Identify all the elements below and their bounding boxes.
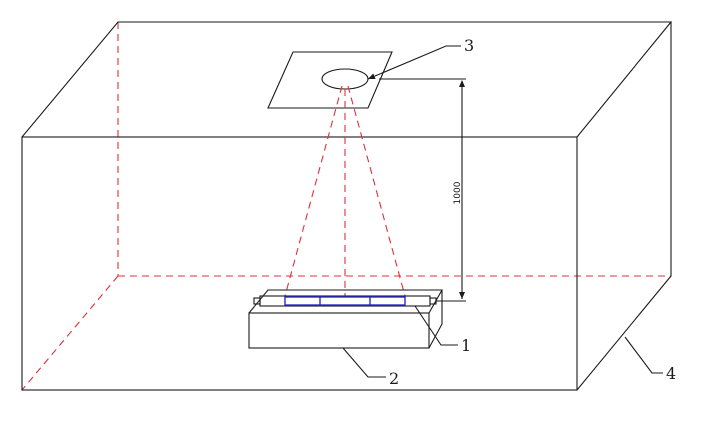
light-beam [284,85,406,297]
base-block-front [248,312,430,349]
callout-labels: 3 1 2 4 [389,36,676,388]
enclosure-side-face [576,22,672,391]
enclosure-box [21,21,673,391]
leader-line-enclosure [624,336,663,374]
leader-line-lamp [414,305,458,346]
beam-left-edge [284,85,343,297]
distance-dimension: 1000 [379,78,466,302]
leader-line-base [342,347,386,378]
callout-base-label: 2 [389,369,399,388]
lamp-left-cap [253,297,261,305]
leader-line-target [367,45,461,80]
enclosure-top-face [21,21,673,138]
hidden-floor-diagonal-edge [21,275,119,391]
beam-right-edge [347,85,406,297]
callout-enclosure-label: 4 [666,364,676,383]
callout-target-label: 3 [464,36,474,55]
target-plate [267,51,393,109]
callout-lamp-label: 1 [461,336,471,355]
target-plate-outline [267,51,393,109]
enclosure-hidden-edges [21,22,671,391]
enclosure-front-face [21,136,578,391]
lamp-tube [253,295,437,307]
target-spot [321,68,369,90]
dimension-label: 1000 [453,181,463,204]
base-block [248,289,443,349]
lamp-emitter [284,296,406,306]
leader-lines [342,45,663,378]
